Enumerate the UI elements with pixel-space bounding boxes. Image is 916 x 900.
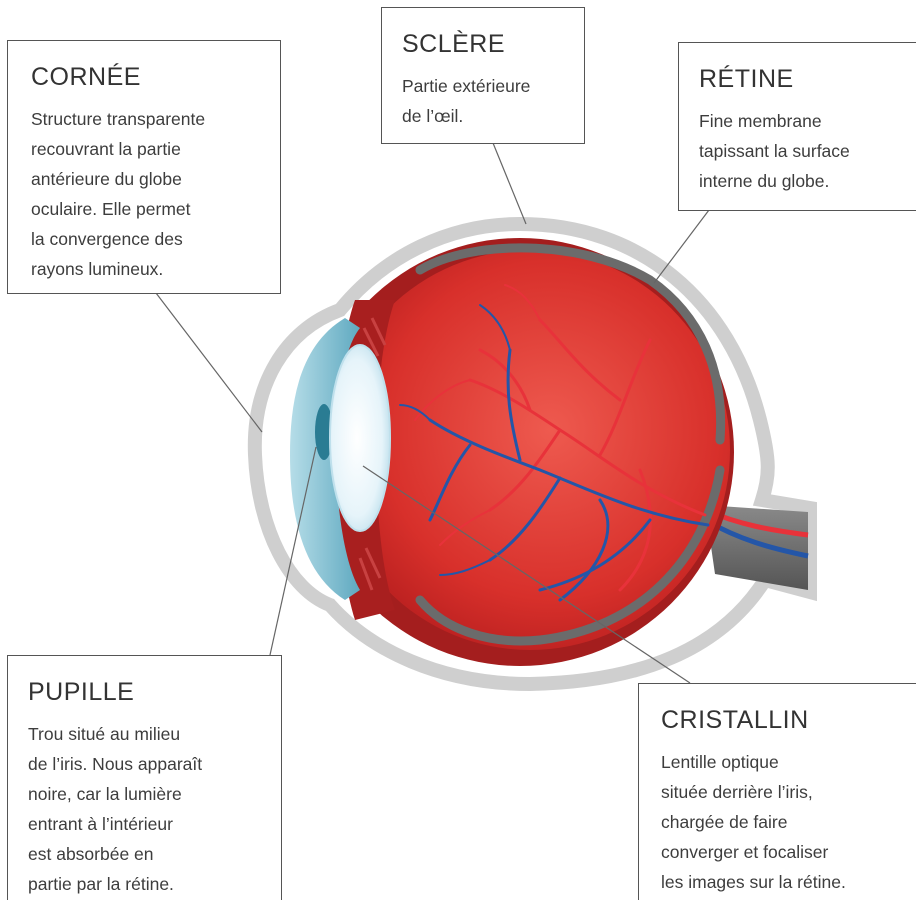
label-cristallin-title: CRISTALLIN [661,706,916,735]
label-cornee-line: Structure transparente [31,104,280,134]
label-cristallin: CRISTALLIN Lentille optique située derri… [638,683,916,900]
label-retine-line: interne du globe. [699,166,916,196]
lens [330,345,390,531]
label-sclere: SCLÈRE Partie extérieure de l’œil. [381,7,585,144]
label-pupille-line: entrant à l’intérieur [28,809,281,839]
label-cornee-line: oculaire. Elle permet [31,194,280,224]
label-cornee: CORNÉE Structure transparente recouvrant… [7,40,281,294]
label-pupille-line: partie par la rétine. [28,869,281,899]
label-pupille-line: de l’iris. Nous apparaît [28,749,281,779]
label-retine-title: RÉTINE [699,65,916,94]
label-pupille-line: Trou situé au milieu [28,719,281,749]
label-cristallin-line: située derrière l’iris, [661,777,916,807]
label-pupille-line: noire, car la lumière [28,779,281,809]
label-cornee-title: CORNÉE [31,63,280,92]
label-cornee-line: antérieure du globe [31,164,280,194]
label-cornee-line: recouvrant la partie [31,134,280,164]
label-retine-line: Fine membrane [699,106,916,136]
label-pupille: PUPILLE Trou situé au milieu de l’iris. … [7,655,282,900]
label-retine-line: tapissant la surface [699,136,916,166]
label-sclere-title: SCLÈRE [402,30,584,59]
label-cristallin-line: converger et focaliser [661,837,916,867]
label-cristallin-line: Lentille optique [661,747,916,777]
label-cornee-line: rayons lumineux. [31,254,280,284]
label-retine: RÉTINE Fine membrane tapissant la surfac… [678,42,916,211]
label-sclere-line: de l’œil. [402,101,584,131]
label-pupille-line: est absorbée en [28,839,281,869]
label-sclere-line: Partie extérieure [402,71,584,101]
label-cristallin-line: chargée de faire [661,807,916,837]
label-cristallin-line: les images sur la rétine. [661,867,916,897]
label-pupille-title: PUPILLE [28,678,281,707]
label-cornee-line: la convergence des [31,224,280,254]
